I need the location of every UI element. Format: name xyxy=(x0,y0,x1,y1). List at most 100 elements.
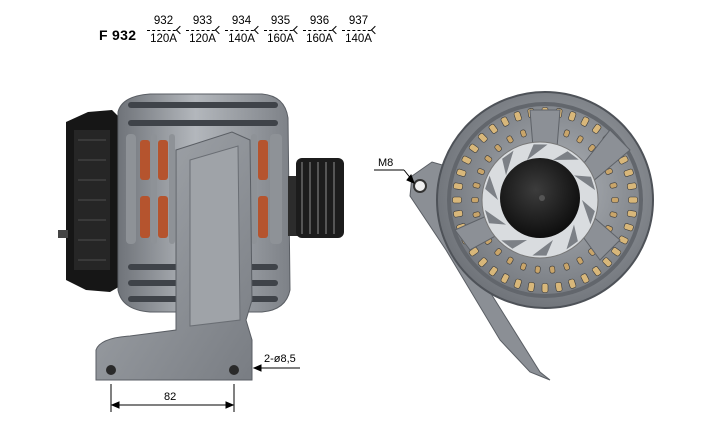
front-rim xyxy=(447,102,643,298)
vent-slot xyxy=(488,123,498,134)
alternator-side-view: 82 2-ø8,5 xyxy=(58,93,344,412)
vent-slot xyxy=(618,235,629,245)
vent-slot xyxy=(477,257,488,268)
vent-slot xyxy=(611,197,619,203)
vent-slot xyxy=(527,281,535,292)
pulley xyxy=(296,158,344,238)
variant-divider xyxy=(263,30,298,31)
vent-slot xyxy=(576,256,584,265)
fan-blade xyxy=(527,144,548,161)
terminal-stud xyxy=(58,230,68,238)
vent-slot xyxy=(500,273,510,284)
vent-slot xyxy=(472,182,481,189)
fan-blade xyxy=(566,224,578,250)
pulley-shaft xyxy=(288,176,298,236)
vent-slot xyxy=(506,135,514,144)
vent-slot xyxy=(494,248,502,256)
vent-slot xyxy=(611,247,622,257)
fan-blade xyxy=(573,175,596,191)
vent-slot xyxy=(563,129,570,138)
inner-vent-ring xyxy=(471,126,619,274)
variant-column: 937 140A xyxy=(341,15,376,46)
variant-divider xyxy=(146,30,181,31)
vent-slot xyxy=(580,116,590,127)
rotor-fan-blades xyxy=(484,144,596,256)
vent-slot xyxy=(628,196,638,204)
vent-slot xyxy=(461,155,472,165)
vent-slot xyxy=(484,155,493,163)
variant-column: 932 120A xyxy=(146,15,181,46)
variant-rating: 140A xyxy=(345,33,372,45)
vent-slot xyxy=(576,135,584,144)
vent-slot xyxy=(605,168,613,175)
vent-slot xyxy=(549,265,556,274)
vent-slot xyxy=(602,257,613,268)
variant-divider xyxy=(341,30,376,31)
variant-code: 937 xyxy=(348,15,369,27)
fan-blade xyxy=(484,209,507,225)
vent-slot xyxy=(609,211,618,218)
vent-slot xyxy=(626,210,637,218)
regulator-slots xyxy=(78,139,106,261)
variant-code: 934 xyxy=(231,15,252,27)
spacing-dimension xyxy=(110,384,235,412)
spacing-label: 82 xyxy=(164,391,176,403)
vent-slot xyxy=(534,265,541,274)
variant-divider xyxy=(185,30,220,31)
variant-rating: 160A xyxy=(267,33,294,45)
vent-slot xyxy=(472,211,481,218)
variant-rating: 120A xyxy=(150,33,177,45)
vent-slot xyxy=(592,123,602,134)
bracket-rib xyxy=(189,145,241,327)
variant-code: 933 xyxy=(192,15,213,27)
vent-slot xyxy=(513,111,522,122)
variant-divider xyxy=(302,30,337,31)
shaft-center xyxy=(539,195,545,201)
fan-blade xyxy=(485,175,498,200)
vent-slot xyxy=(506,256,514,265)
vent-slot xyxy=(568,278,577,289)
vent-slot xyxy=(500,116,510,127)
fan-blade xyxy=(501,239,528,249)
alternator-front-view: M8 xyxy=(374,91,654,381)
vent-slot xyxy=(623,168,634,177)
vent-slot xyxy=(623,223,634,232)
variant-column: 935 160A xyxy=(263,15,298,46)
vent-slot xyxy=(555,281,563,292)
pulley-grooves xyxy=(301,162,335,234)
variant-code: 935 xyxy=(270,15,291,27)
vent-slot xyxy=(453,182,464,190)
vent-slot xyxy=(592,266,602,277)
vent-slot xyxy=(520,129,527,138)
vent-slot xyxy=(494,144,502,152)
vent-slot xyxy=(580,273,590,284)
vent-slot xyxy=(609,182,618,189)
vent-slot xyxy=(563,262,570,271)
variant-column: 933 120A xyxy=(185,15,220,46)
variant-rating: 160A xyxy=(306,33,333,45)
variant-rating: 120A xyxy=(189,33,216,45)
vent-slot xyxy=(477,168,485,175)
vent-slot xyxy=(468,143,479,153)
vent-slot xyxy=(541,283,549,293)
vent-slot xyxy=(488,266,498,277)
thread-label: M8 xyxy=(378,157,393,169)
hole-label: 2-ø8,5 xyxy=(264,353,296,365)
vent-slot xyxy=(456,168,467,177)
vent-slot xyxy=(626,182,637,190)
vent-slot xyxy=(453,210,464,218)
vent-slot xyxy=(471,197,479,203)
mount-hole-left xyxy=(106,365,116,375)
vent-slot xyxy=(477,132,488,143)
vent-slot xyxy=(568,111,577,122)
vent-slot xyxy=(588,144,596,152)
vent-slot xyxy=(513,278,522,289)
vent-slot xyxy=(452,196,462,204)
variant-code: 932 xyxy=(153,15,174,27)
fan-blade xyxy=(582,200,595,225)
variant-rating: 140A xyxy=(228,33,255,45)
fan-blade xyxy=(502,150,514,176)
